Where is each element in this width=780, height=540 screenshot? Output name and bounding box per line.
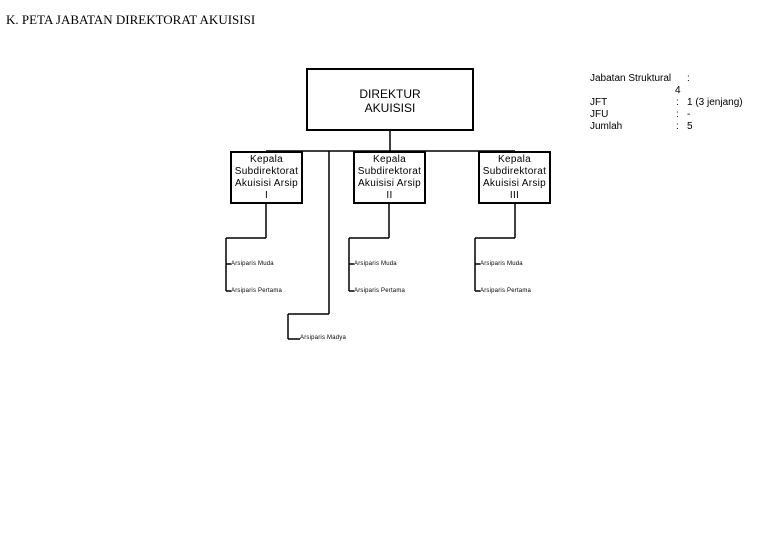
subdirectorate-box-3: Kepala Subdirektorat Akuisisi Arsip III [478,151,551,204]
legend-separator: : [676,109,679,120]
position-pertama-2: Arsiparis Pertama [354,288,406,294]
legend-row-jft: JFT : 1 (3 jenjang) [590,97,765,109]
summary-legend: Jabatan Struktural : 4 JFT : 1 (3 jenjan… [590,73,765,133]
position-muda-2: Arsiparis Muda [354,261,397,267]
subdirectorate-label-1: Kepala Subdirektorat Akuisisi Arsip I [234,153,299,201]
legend-row-struktural: Jabatan Struktural : [590,73,765,85]
director-box: DIREKTUR AKUISISI [306,68,474,131]
legend-label: JFU [590,109,609,120]
legend-value: 4 [675,85,681,96]
subdirectorate-label-2: Kepala Subdirektorat Akuisisi Arsip II [357,153,422,201]
position-madya: Arsiparis Madya [300,335,347,341]
legend-label: Jumlah [590,121,623,132]
position-muda-3: Arsiparis Muda [480,261,523,267]
legend-value: 1 (3 jenjang) [687,97,743,108]
subdirectorate-label-3: Kepala Subdirektorat Akuisisi Arsip III [482,153,547,201]
legend-label: Jabatan Struktural [590,73,672,84]
legend-separator: : [676,97,679,108]
legend-separator: : [676,121,679,132]
page-title: K. PETA JABATAN DIREKTORAT AKUISISI [6,12,256,27]
legend-label: JFT [590,97,608,108]
legend-separator: : [687,73,690,84]
director-label: DIREKTUR AKUISISI [359,86,421,115]
legend-value: 5 [687,121,693,132]
legend-row-jumlah: Jumlah : 5 [590,121,765,133]
subdirectorate-box-1: Kepala Subdirektorat Akuisisi Arsip I [230,151,303,204]
legend-row-struktural-value: 4 [590,85,765,97]
legend-row-jfu: JFU : - [590,109,765,121]
position-muda-1: Arsiparis Muda [231,261,274,267]
position-pertama-3: Arsiparis Pertama [480,288,532,294]
legend-value: - [687,109,691,120]
position-pertama-1: Arsiparis Pertama [231,288,283,294]
subdirectorate-box-2: Kepala Subdirektorat Akuisisi Arsip II [353,151,426,204]
